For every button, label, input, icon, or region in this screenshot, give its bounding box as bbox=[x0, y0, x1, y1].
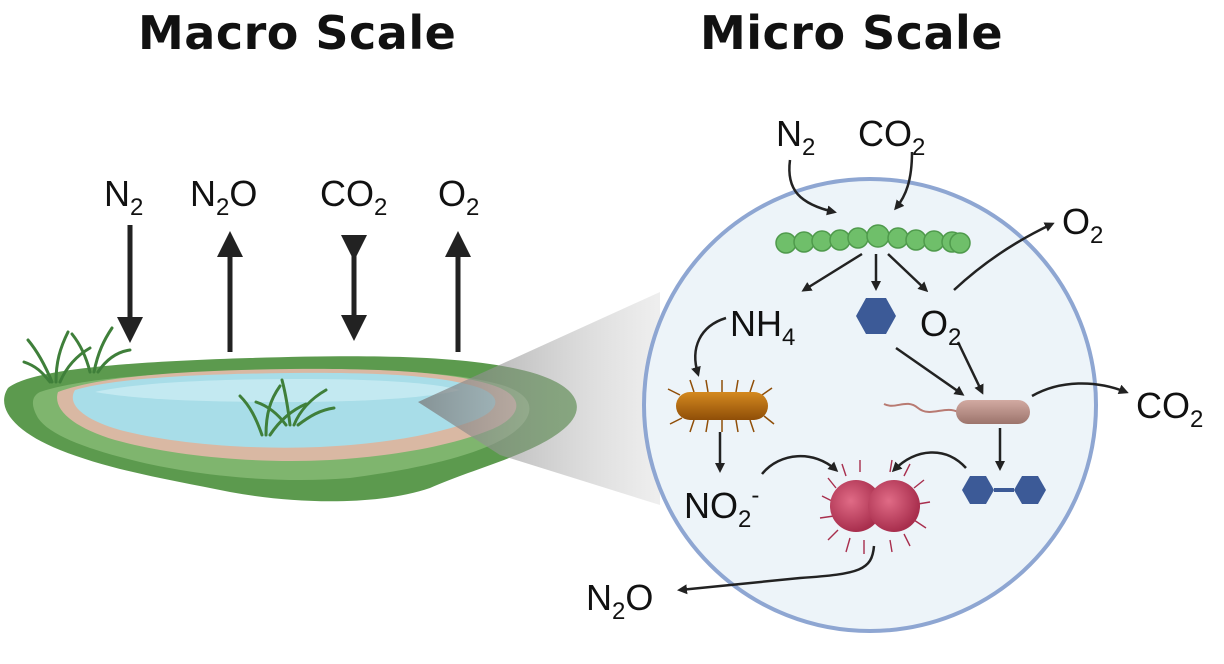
micro-labels: N2 CO2 NH4 O2 O2 CO2 NO2- N2O bbox=[586, 113, 1203, 625]
micro-o2-inner-label: O2 bbox=[920, 303, 961, 351]
micro-o2-out-label: O2 bbox=[1062, 201, 1103, 249]
micro-scale-title: Micro Scale bbox=[700, 6, 1004, 60]
cyanobacteria-chain bbox=[775, 224, 971, 254]
pond-illustration bbox=[4, 326, 577, 502]
no2-to-pink-arrow bbox=[761, 455, 839, 475]
macro-co2-label: CO2 bbox=[320, 173, 387, 221]
n2-uptake-arrow bbox=[788, 159, 837, 216]
macro-scale-title: Macro Scale bbox=[138, 6, 457, 60]
no2-label: NO2- bbox=[684, 482, 759, 533]
micro-n2o-out-label: N2O bbox=[586, 577, 653, 625]
macro-o2-label: O2 bbox=[438, 173, 479, 221]
micro-n2-label: N2 bbox=[776, 113, 815, 161]
o2-to-rod-arrow bbox=[956, 341, 984, 395]
micro-co2-label: CO2 bbox=[858, 113, 925, 161]
macro-gas-arrows bbox=[117, 225, 471, 352]
nh4-label: NH4 bbox=[730, 303, 795, 351]
zoom-cone bbox=[418, 292, 660, 505]
grass-tuft-left bbox=[22, 326, 132, 384]
micro-circle bbox=[642, 177, 1098, 633]
to-nh4-arrow bbox=[801, 252, 863, 292]
nitrifying-bacterium bbox=[667, 379, 775, 433]
heterotrophic-bacterium bbox=[883, 400, 1030, 424]
grass-tuft-pond bbox=[238, 378, 336, 437]
o2-out-arrow bbox=[953, 222, 1055, 291]
to-o2-arrow bbox=[887, 253, 929, 293]
micro-process-arrows bbox=[677, 151, 1129, 595]
n2o-out-arrow bbox=[677, 545, 876, 595]
macro-n2o-label: N2O bbox=[190, 173, 257, 221]
co2-uptake-arrow bbox=[894, 151, 914, 211]
hexagon-to-rod-arrow bbox=[895, 346, 965, 396]
macro-gas-labels: N2 N2O CO2 O2 bbox=[104, 173, 479, 221]
denitrifying-bacterium bbox=[819, 459, 931, 554]
micro-co2-out-label: CO2 bbox=[1136, 385, 1203, 433]
hexpair-to-pink-arrow bbox=[891, 451, 967, 473]
organic-carbon-hexagon bbox=[856, 298, 896, 334]
macro-n2-label: N2 bbox=[104, 173, 143, 221]
hexagon-pair bbox=[962, 476, 1046, 504]
nh4-to-bacterium-arrow bbox=[691, 316, 727, 377]
co2-out-arrow bbox=[1031, 382, 1129, 398]
